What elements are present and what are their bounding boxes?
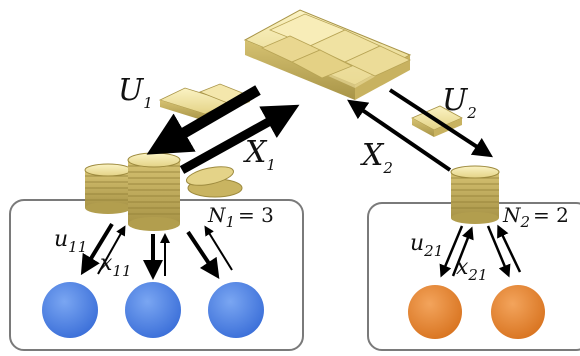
label-x11: x11: [100, 251, 132, 280]
group-2-nodes: [408, 285, 545, 339]
label-U2: U2: [442, 83, 477, 122]
agent-node: [491, 285, 545, 339]
label-N2: N2= 2: [502, 203, 569, 231]
upstream-arrows-group-1: [146, 85, 300, 174]
label-X1: X1: [243, 135, 276, 174]
coin-stack-group-2: [450, 165, 500, 224]
label-N1: N1= 3: [207, 203, 274, 231]
node-arrows-group-2: [439, 224, 522, 278]
label-u21: u21: [410, 231, 443, 260]
upstream-arrows-group-2: [347, 88, 494, 172]
agent-node: [125, 282, 181, 338]
agent-node: [42, 282, 98, 338]
gold-bar-pyramid: [243, 9, 412, 100]
label-X2: X2: [360, 138, 393, 177]
label-U1: U1: [118, 73, 153, 112]
agent-node: [208, 282, 264, 338]
group-1-nodes: [42, 282, 264, 338]
node-arrows-group-1: [80, 222, 233, 280]
agent-node: [408, 285, 462, 339]
label-x21: x21: [456, 255, 488, 284]
label-u11: u11: [54, 227, 87, 256]
coin-stacks-group-1: [84, 152, 243, 231]
